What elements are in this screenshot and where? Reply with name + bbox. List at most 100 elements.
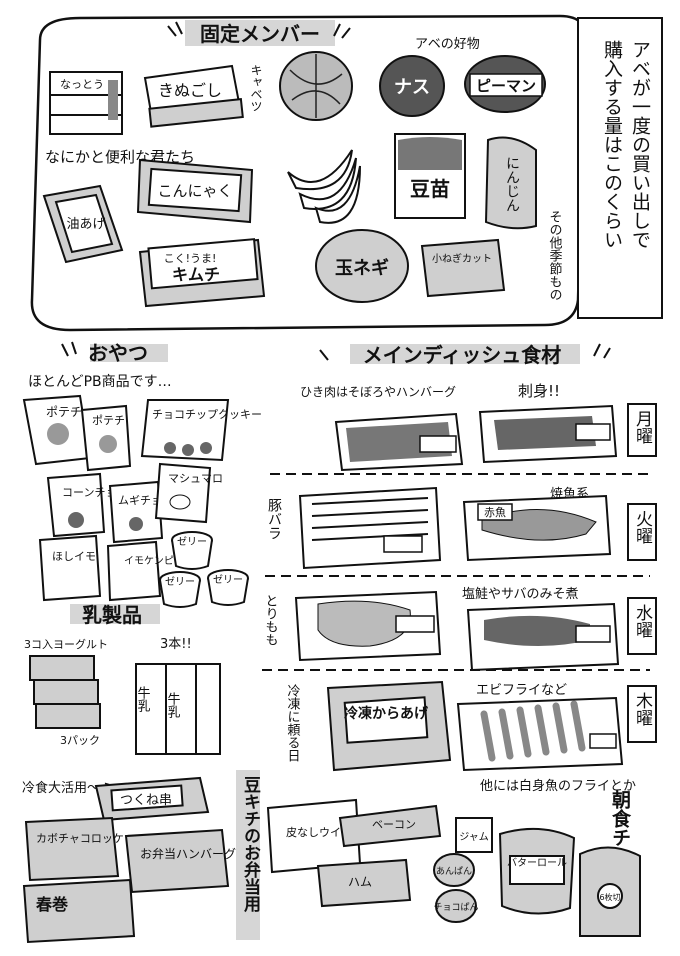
day-wednesday: 水曜 [632, 604, 653, 638]
tsukune-label: つくね串 [120, 793, 172, 808]
bacon-pack: ベーコン [338, 804, 442, 848]
shiozake-pack [466, 602, 620, 672]
ninjin-label: にんじん [504, 156, 520, 212]
shokupan-label: 6枚切 [599, 892, 620, 902]
shiromi-note: 他には白身魚のフライとか [480, 778, 636, 794]
jelly-2-label: ゼリー [165, 576, 195, 588]
imokenpi-bag: イモケンピ [106, 540, 174, 602]
cabbage-label: キャベツ [249, 64, 263, 112]
fixed-members-title: 固定メンバー [200, 22, 320, 46]
cabbage [279, 51, 353, 121]
natto-pack: なっとう [49, 71, 123, 135]
fixed-members-section: 固定メンバー アベが一度の買い出しで 購入する量はこのくらい なっとう きぬごし… [30, 14, 663, 332]
frozen-note: 冷食大活用〜♫ [22, 780, 112, 796]
day-thursday: 木曜 [632, 692, 653, 726]
day-monday: 月曜 [632, 410, 653, 444]
kimchi-label: キムチ [172, 265, 220, 284]
chocopan-label: チョコぱん [433, 902, 478, 913]
konnyaku-pack: こんにゃく [136, 158, 254, 224]
abe-favorite-label: アベの好物 [415, 37, 480, 52]
reitou-note: 冷凍に頼る日 [285, 684, 301, 762]
nasu-bag: ナス [379, 55, 445, 117]
ebifry-note: エビフライなど [476, 683, 567, 698]
snacks-title-highlight [90, 344, 168, 362]
day-badge-tuesday: 火曜 [627, 503, 657, 561]
butabara-pack [298, 486, 442, 570]
dairy-title: 乳製品 [82, 603, 142, 627]
yakizakana-pack: 赤魚 [462, 494, 612, 562]
note-box [577, 17, 663, 319]
konnyaku-label: こんにゃく [157, 182, 232, 200]
milk-note: 3本!! [160, 637, 192, 652]
harumaki-label: 春巻 [35, 895, 69, 914]
jelly-3-label: ゼリー [213, 574, 243, 586]
butter-roll-label: バターロール [507, 857, 567, 869]
milk-label-1: 牛乳 [135, 686, 151, 712]
main-accent-marks [319, 343, 611, 361]
milk-cartons: 牛乳 牛乳 [135, 663, 221, 755]
ham-pack: ハム [316, 858, 412, 908]
piman-bag: ピーマン [464, 55, 546, 113]
vertical-highlight [236, 770, 260, 940]
karaage-bag: 冷凍からあげ [326, 680, 452, 772]
ebifry-pack [456, 696, 624, 772]
potechi-bag-2: ポテチ [80, 404, 132, 472]
tamanegi-bag: 玉ネギ [315, 229, 409, 303]
marshmallow-bag: マシュマロ [154, 462, 223, 524]
main-title-highlight [350, 344, 580, 364]
torimomo-pack [294, 590, 442, 662]
choco-cookie-label: チョコチップクッキー [152, 408, 262, 421]
jelly-cup-1: ゼリー [171, 531, 213, 570]
snacks-subtitle: ほとんどPB商品です… [28, 374, 172, 390]
natto-label: なっとう [60, 78, 104, 91]
snacks-title: おやつ [88, 341, 148, 365]
hoshiimo-label: ほしイモ [52, 550, 96, 563]
day-badge-thursday: 木曜 [627, 685, 657, 743]
torimomo-note: とりもも [263, 594, 278, 646]
toumyou-pack: 豆苗 [394, 133, 466, 219]
kimchi-small-label: こく!うま! [164, 252, 217, 265]
ninjin-bag: にんじん [484, 136, 537, 230]
hamburg-label: お弁当ハンバーグ [140, 846, 236, 861]
yogurt-packs [29, 655, 101, 729]
imokenpi-label: イモケンピ [124, 555, 174, 567]
nasu-label: ナス [394, 77, 430, 98]
tamanegi-label: 玉ネギ [335, 258, 389, 279]
kinugoshi-tofu: きぬごし [143, 64, 244, 128]
harumaki-pack: 春巻 [22, 878, 136, 944]
day-badge-monday: 月曜 [627, 403, 657, 457]
jelly-cup-3: ゼリー [207, 569, 249, 606]
bacon-label: ベーコン [372, 818, 416, 831]
jam-label: ジャム [459, 831, 489, 843]
kimchi-pack: こく!うま! キムチ [138, 238, 266, 308]
main-dish-section: メインディッシュ食材 月曜 火曜 水曜 木曜 ひき肉はそぼろやハンバーグ [262, 343, 657, 794]
anpan-label: あんぱん [436, 866, 472, 877]
kabocha-pack: カボチャコロッケ [24, 816, 124, 882]
day-badge-wednesday: 水曜 [627, 597, 657, 655]
butabara-note: 豚バラ [266, 498, 282, 540]
shokupan-bag: 6枚切 [579, 846, 641, 937]
piman-label: ピーマン [476, 77, 536, 95]
sashimi-note: 刺身!! [518, 382, 560, 400]
seasonal-label: その他季節もの [547, 210, 563, 301]
toumyou-label: 豆苗 [410, 177, 450, 201]
kabocha-label: カボチャコロッケ [36, 832, 124, 845]
frozen-vertical-label: 豆キチのお弁当用 [240, 776, 261, 913]
akauo-label: 赤魚 [484, 506, 506, 519]
dairy-section: 乳製品 3コ入ヨーグルト 3パック 3本!! 牛乳 牛乳 [24, 603, 221, 755]
main-dish-title: メインディッシュ食材 [363, 343, 562, 367]
sashimi-pack [478, 404, 618, 464]
aburaage-pack: 油あげ [42, 184, 124, 264]
title-accent-marks [167, 21, 351, 39]
kinugoshi-label: きぬごし [158, 81, 222, 100]
potechi-1-label: ポテチ [46, 405, 82, 419]
note-text-1: アベが一度の買い出しで [629, 40, 651, 249]
yogurt-count: 3パック [60, 734, 100, 747]
jelly-cup-2: ゼリー [159, 571, 201, 608]
ham-label: ハム [348, 875, 372, 889]
shiozake-note: 塩鮭やサバのみそ煮 [462, 587, 578, 602]
choco-cookie-pack: チョコチップクッキー [140, 399, 262, 462]
karaage-label: 冷凍からあげ [344, 705, 429, 722]
